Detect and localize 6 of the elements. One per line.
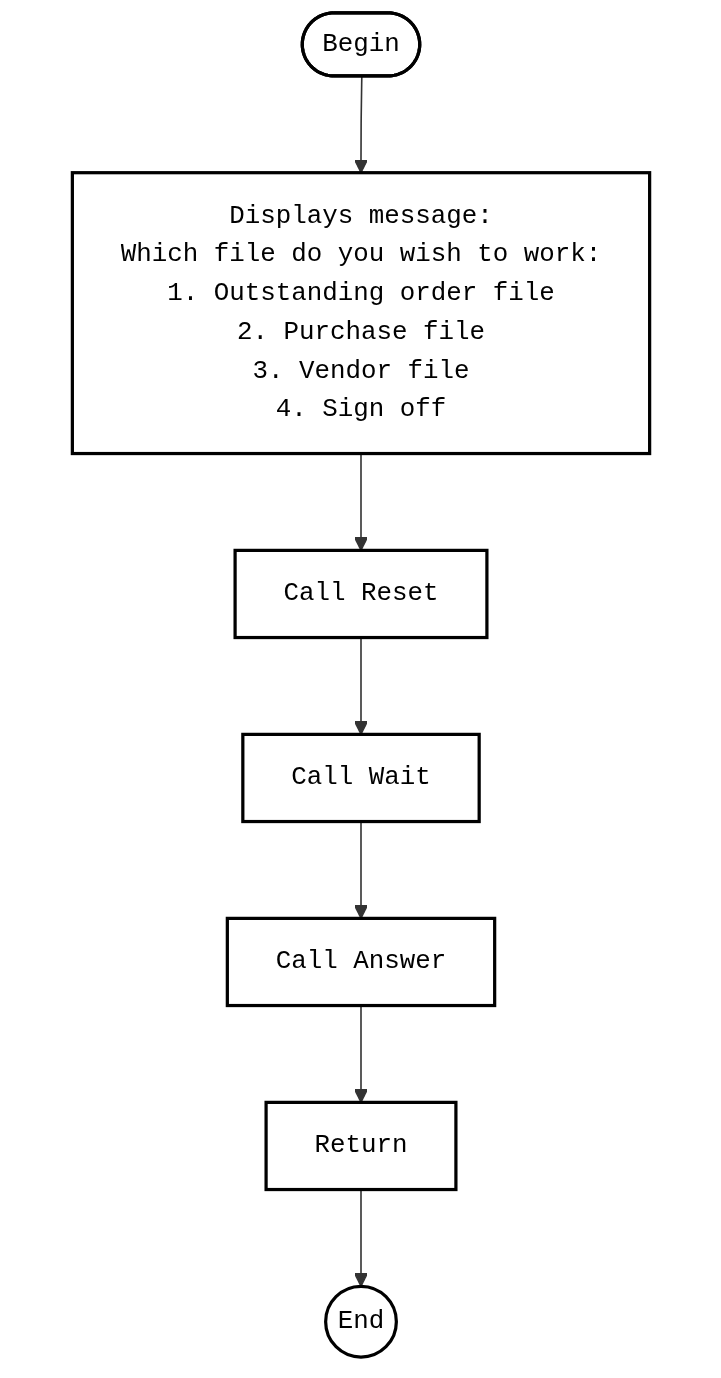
node-box: Call Answer xyxy=(225,916,496,1008)
node-box: Displays message: Which file do you wish to work: 1. Outstanding order file 2. Purchase file 3. Vendor file 4. Sign off xyxy=(70,171,651,456)
node-box: Call Wait xyxy=(240,732,481,824)
node-box: Call Reset xyxy=(232,548,489,640)
node-box: Return xyxy=(263,1100,458,1192)
node-circle: End xyxy=(323,1284,398,1359)
